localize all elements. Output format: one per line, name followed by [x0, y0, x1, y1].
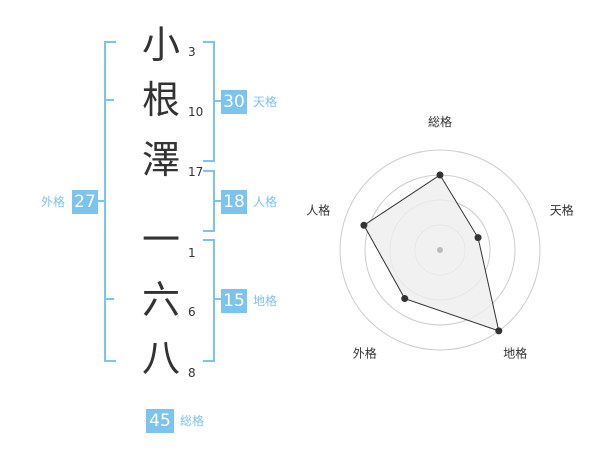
bracket-tick: [213, 100, 221, 102]
tenkaku-value-badge: 30: [221, 90, 247, 114]
radar-polygon: [363, 174, 500, 332]
name-char-3: 澤: [141, 138, 180, 182]
chikaku-label: 地格: [253, 294, 278, 308]
jinkaku-label: 人格: [253, 195, 278, 209]
bracket-tick: [213, 298, 221, 300]
name-char-6: 八: [141, 336, 180, 380]
stroke-count-6: 8: [188, 366, 196, 380]
name-char-4: 一: [141, 218, 180, 262]
gaikaku-bracket: [104, 41, 116, 362]
radar-point: [436, 171, 444, 179]
soukaku-value-badge: 45: [146, 409, 174, 433]
chikaku-value-badge: 15: [221, 289, 247, 313]
radar-points: [360, 171, 503, 335]
soukaku-label: 総格: [180, 414, 205, 428]
tenkaku-label: 天格: [253, 95, 278, 109]
gaikaku-value-badge: 27: [72, 190, 98, 214]
stroke-count-4: 1: [188, 246, 196, 260]
radar-axis-label: 総格: [428, 114, 452, 129]
bracket-tick: [98, 200, 104, 202]
radar-axis-label: 外格: [353, 346, 377, 361]
radar-point: [401, 295, 409, 303]
bracket-tick: [213, 200, 221, 202]
stroke-count-2: 10: [188, 105, 204, 119]
name-char-5: 六: [141, 278, 180, 322]
name-char-2: 根: [141, 78, 180, 122]
radar-ring: [339, 149, 541, 351]
stroke-count-3: 17: [188, 165, 204, 179]
bracket-tick: [104, 298, 114, 300]
name-char-1: 小: [141, 23, 180, 67]
chikaku-bracket: [203, 239, 215, 362]
radar-point: [495, 327, 503, 335]
radar-point: [360, 221, 368, 229]
jinkaku-value-badge: 18: [221, 190, 247, 214]
radar-axis-label: 地格: [503, 346, 527, 361]
radar-point: [474, 234, 482, 242]
stroke-count-5: 6: [188, 305, 196, 319]
radar-axis-label: 天格: [550, 202, 574, 217]
gaikaku-label: 外格: [41, 195, 66, 209]
radar-axis-label: 人格: [306, 202, 330, 217]
stroke-count-1: 3: [188, 45, 196, 59]
radar-center-dot: [437, 247, 443, 253]
bracket-tick: [104, 99, 114, 101]
